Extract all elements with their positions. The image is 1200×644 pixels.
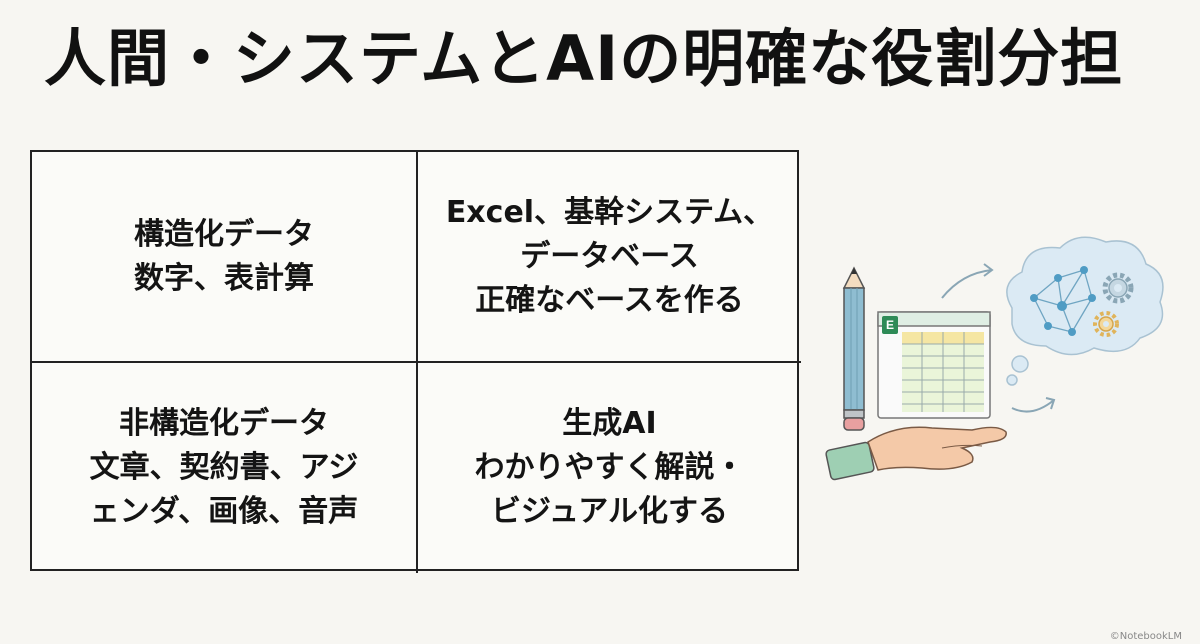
cell-line: 正確なベースを作る (475, 282, 744, 318)
footer-mark: ©NotebookLM (1109, 631, 1182, 642)
cell-line: 生成AI (562, 406, 657, 441)
cell-line: Excel、基幹システム、 (445, 194, 774, 230)
cell-systems: Excel、基幹システム、 データベース 正確なベースを作る (416, 152, 801, 361)
cell-line: 構造化データ (134, 216, 314, 252)
cell-generative-ai: 生成AI わかりやすく解説・ ビジュアル化する (416, 361, 801, 573)
svg-text:E: E (886, 318, 894, 332)
cell-line: 非構造化データ (119, 406, 329, 441)
illustration: E (825, 236, 1164, 481)
network-icon (1030, 266, 1096, 336)
spreadsheet-icon (877, 311, 991, 419)
role-matrix: 構造化データ 数字、表計算 Excel、基幹システム、 データベース 正確なベー… (30, 150, 801, 573)
cell-structured-data: 構造化データ 数字、表計算 (32, 152, 416, 361)
page-title: 人間・システムとAIの明確な役割分担 (44, 22, 1124, 95)
cell-line: わかりやすく解説・ (474, 450, 745, 485)
gear-icon (1093, 311, 1119, 337)
cell-line: 数字、表計算 (134, 260, 314, 296)
cell-line: ェンダ、画像、音声 (89, 494, 359, 529)
gear-icon (1102, 272, 1134, 304)
hand-icon (825, 426, 1007, 481)
cell-line: 文章、契約書、アジ (89, 450, 359, 485)
cell-line: ビジュアル化する (491, 494, 728, 529)
pencil-icon (842, 266, 866, 431)
excel-logo-icon: E (882, 316, 898, 334)
cell-unstructured-data: 非構造化データ 文章、契約書、アジ ェンダ、画像、音声 (32, 361, 416, 573)
cell-line: データベース (520, 238, 699, 274)
arrow-icon (941, 263, 1056, 413)
